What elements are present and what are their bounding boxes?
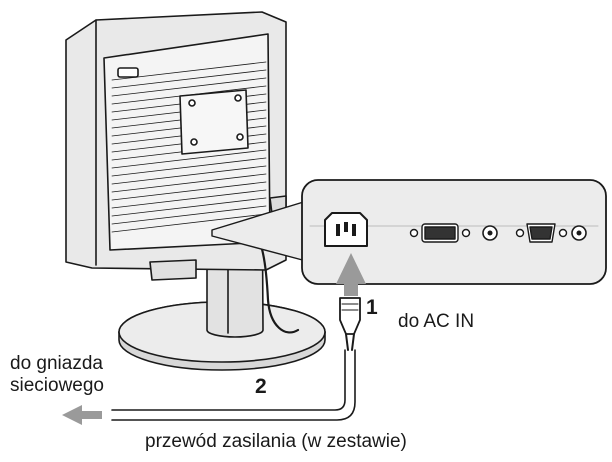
outlet-arrow — [62, 405, 102, 425]
cable-label: przewód zasilania (w zestawie) — [145, 431, 407, 452]
dvi-port — [409, 223, 471, 243]
monitor-base — [118, 301, 326, 371]
ac-in-label: do AC IN — [398, 311, 475, 332]
step-2-number: 2 — [255, 375, 267, 398]
insert-arrow — [336, 253, 366, 284]
monitor-body — [65, 11, 287, 281]
power-plug — [339, 297, 361, 351]
supplied-power-cable — [111, 349, 356, 421]
outlet-label-line2: sieciowego — [10, 375, 104, 396]
outlet-label-line1: do gniazda — [10, 353, 103, 374]
ac-in-socket — [324, 212, 368, 247]
step-1-number: 1 — [366, 296, 378, 319]
vga-port — [515, 223, 568, 243]
